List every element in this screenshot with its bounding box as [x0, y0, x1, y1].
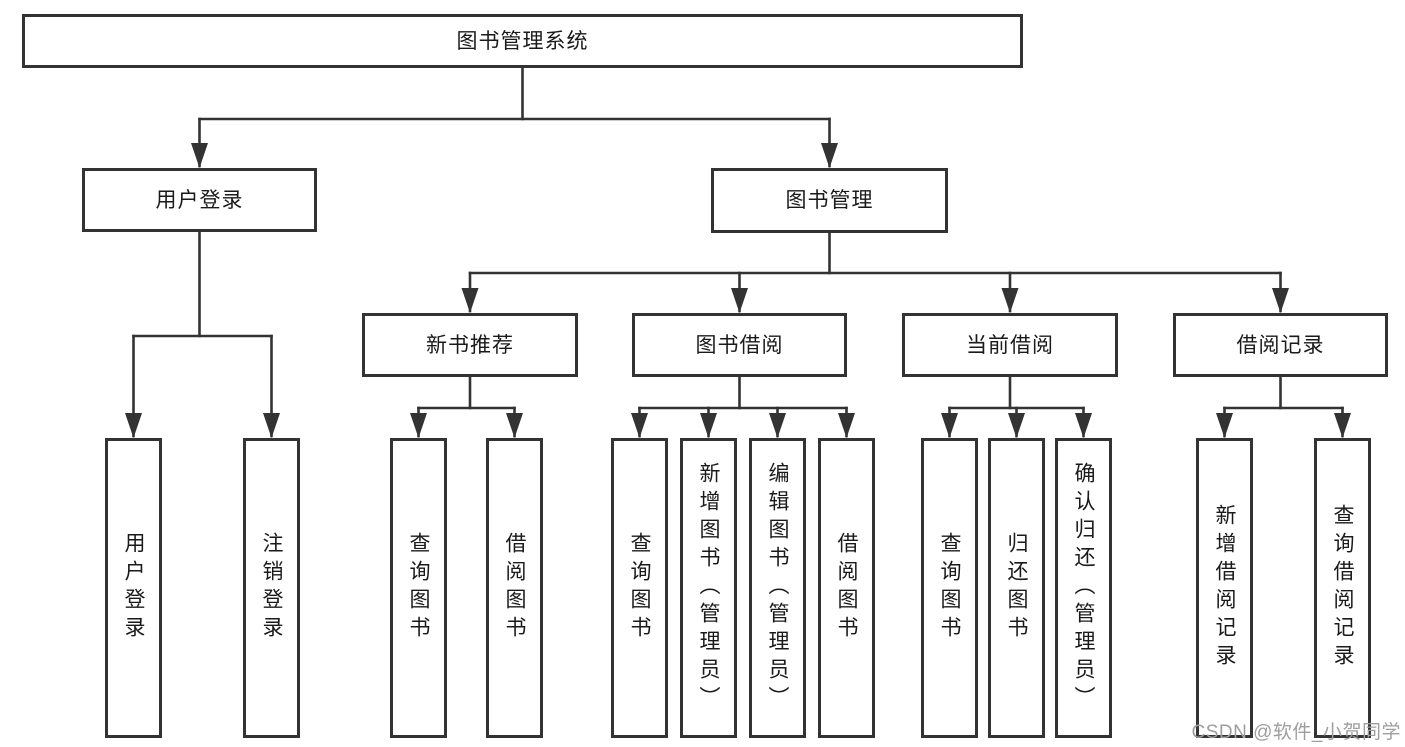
node-label: 当前借阅	[966, 333, 1054, 357]
node-user-login: 用户登录	[82, 168, 317, 232]
node-book-management: 图书管理	[711, 168, 948, 233]
leaf-logout: 注销登录	[243, 438, 300, 738]
node-label: 图书借阅	[695, 333, 784, 357]
leaf-confirm-return-admin: 确认归还（管理员）	[1055, 438, 1112, 738]
node-label: 归还图书	[1005, 532, 1028, 644]
arrowhead-icon	[1272, 288, 1289, 313]
leaf-query-books-recommend: 查询图书	[390, 438, 447, 738]
node-label: 借阅图书	[835, 532, 858, 644]
node-label: 新增借阅记录	[1213, 504, 1236, 672]
node-current-borrowing: 当前借阅	[902, 313, 1118, 377]
node-label: 借阅图书	[503, 532, 526, 644]
node-label: 新增图书（管理员）	[697, 462, 720, 714]
arrowhead-icon	[125, 413, 142, 438]
arrowhead-icon	[1075, 413, 1092, 438]
arrowhead-icon	[461, 288, 479, 313]
node-label: 查询图书	[628, 532, 651, 644]
leaf-query-books-borrowing: 查询图书	[611, 438, 668, 738]
arrowhead-icon	[1001, 288, 1019, 313]
node-label: 用户登录	[155, 188, 244, 212]
arrowhead-icon	[941, 413, 958, 438]
node-book-borrowing: 图书借阅	[632, 313, 847, 377]
leaf-borrow-books-recommend: 借阅图书	[486, 438, 543, 738]
arrowhead-icon	[191, 143, 208, 168]
node-label: 新书推荐	[426, 333, 514, 357]
leaf-edit-book-admin: 编辑图书（管理员）	[749, 438, 806, 738]
node-new-book-recommendation: 新书推荐	[362, 313, 578, 377]
arrowhead-icon	[1008, 413, 1025, 438]
leaf-query-books-current: 查询图书	[921, 438, 978, 738]
node-label: 查询图书	[407, 532, 430, 644]
leaf-return-book: 归还图书	[988, 438, 1045, 738]
leaf-add-book-admin: 新增图书（管理员）	[680, 438, 737, 738]
arrowhead-icon	[1216, 413, 1233, 438]
node-library-management-system: 图书管理系统	[22, 14, 1023, 68]
leaf-user-login: 用户登录	[105, 438, 162, 738]
arrowhead-icon	[410, 413, 427, 438]
node-label: 查询借阅记录	[1331, 504, 1354, 672]
node-label: 查询图书	[938, 532, 961, 644]
arrowhead-icon	[506, 413, 523, 438]
watermark: CSDN @软件_小贺同学	[1191, 722, 1401, 743]
leaf-borrow-books-borrowing: 借阅图书	[818, 438, 875, 738]
arrowhead-icon	[838, 413, 855, 438]
arrowhead-icon	[700, 413, 717, 438]
node-borrowing-records: 借阅记录	[1173, 313, 1388, 377]
node-label: 确认归还（管理员）	[1072, 462, 1095, 714]
arrowhead-icon	[731, 288, 748, 313]
arrowhead-icon	[769, 413, 786, 438]
node-label: 注销登录	[260, 532, 283, 644]
node-label: 借阅记录	[1236, 333, 1325, 357]
arrowhead-icon	[821, 143, 838, 168]
node-label: 图书管理系统	[456, 29, 589, 53]
node-label: 编辑图书（管理员）	[766, 462, 789, 714]
node-label: 用户登录	[122, 532, 145, 644]
arrowhead-icon	[1334, 413, 1351, 438]
arrowhead-icon	[263, 413, 280, 438]
leaf-add-borrow-record: 新增借阅记录	[1196, 438, 1253, 738]
node-label: 图书管理	[785, 189, 874, 212]
arrowhead-icon	[631, 413, 648, 438]
leaf-query-borrow-record: 查询借阅记录	[1314, 438, 1371, 738]
